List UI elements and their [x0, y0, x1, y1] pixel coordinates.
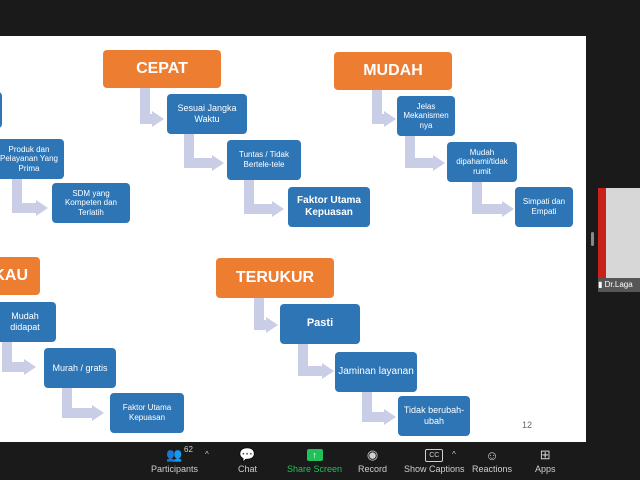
mudah-item-1: Jelas Mekanismen nya: [397, 96, 455, 136]
captions-icon: CC: [425, 448, 444, 462]
mudah-item-2: Mudah dipahami/tidak rumit: [447, 142, 517, 182]
participants-caret-icon[interactable]: ^: [205, 450, 209, 459]
participant-video-feed: [598, 188, 606, 278]
header-mudah: MUDAH: [334, 52, 452, 90]
kau-item-2: Murah / gratis: [44, 348, 116, 388]
cepat-item-3: Faktor Utama Kepuasan: [288, 187, 370, 227]
participant-video-tile[interactable]: ▮ Dr.Laga: [598, 188, 640, 292]
terukur-item-3: Tidak berubah-ubah: [398, 396, 470, 436]
splitter-handle[interactable]: [591, 232, 594, 246]
captions-caret-icon[interactable]: ^: [452, 450, 456, 459]
apps-button[interactable]: ⊞ Apps: [535, 447, 556, 474]
share-screen-button[interactable]: ↑ Share Screen: [287, 449, 343, 474]
left-top-partial-box: [0, 92, 2, 128]
chat-icon: 💬: [239, 447, 256, 462]
cepat-item-2: Tuntas / Tidak Bertele-tele: [227, 140, 301, 180]
reactions-button[interactable]: ☺ Reactions: [472, 447, 513, 475]
apps-icon: ⊞: [539, 447, 551, 462]
page-number: 12: [522, 420, 533, 430]
participant-name-label: ▮ Dr.Laga: [598, 278, 640, 292]
cepat-item-1: Sesuai Jangka Waktu: [167, 94, 247, 134]
meeting-toolbar: 👥 Participants 62 ^ 💬 Chat ↑ Share Scree…: [0, 442, 640, 480]
kau-item-3: Faktor Utama Kepuasan: [110, 393, 184, 433]
header-terukur: TERUKUR: [216, 258, 334, 298]
record-button[interactable]: ◉ Record: [358, 447, 388, 474]
participants-icon: 👥: [166, 447, 183, 462]
participants-count: 62: [184, 445, 193, 454]
reactions-icon: ☺: [485, 447, 499, 463]
header-kau: KAU: [0, 257, 40, 295]
show-captions-button[interactable]: CC Show Captions: [404, 446, 465, 474]
mudah-item-3: Simpati dan Empati: [515, 187, 573, 227]
share-screen-icon: ↑: [306, 449, 323, 461]
left-top-item-1: Produk dan Pelayanan Yang Prima: [0, 139, 64, 179]
chat-button[interactable]: 💬 Chat: [238, 447, 258, 474]
terukur-item-2: Jaminan layanan: [335, 352, 417, 392]
participants-button[interactable]: 👥 Participants: [151, 447, 199, 474]
signal-icon: ▮: [598, 280, 603, 289]
left-top-item-2: SDM yang Kompeten dan Terlatih: [52, 183, 130, 223]
record-icon: ◉: [366, 447, 379, 462]
header-cepat: CEPAT: [103, 50, 221, 88]
shared-slide: CEPAT Sesuai Jangka Waktu Tuntas / Tidak…: [0, 36, 586, 442]
terukur-item-1: Pasti: [280, 304, 360, 344]
kau-item-1: Mudah didapat: [0, 302, 56, 342]
